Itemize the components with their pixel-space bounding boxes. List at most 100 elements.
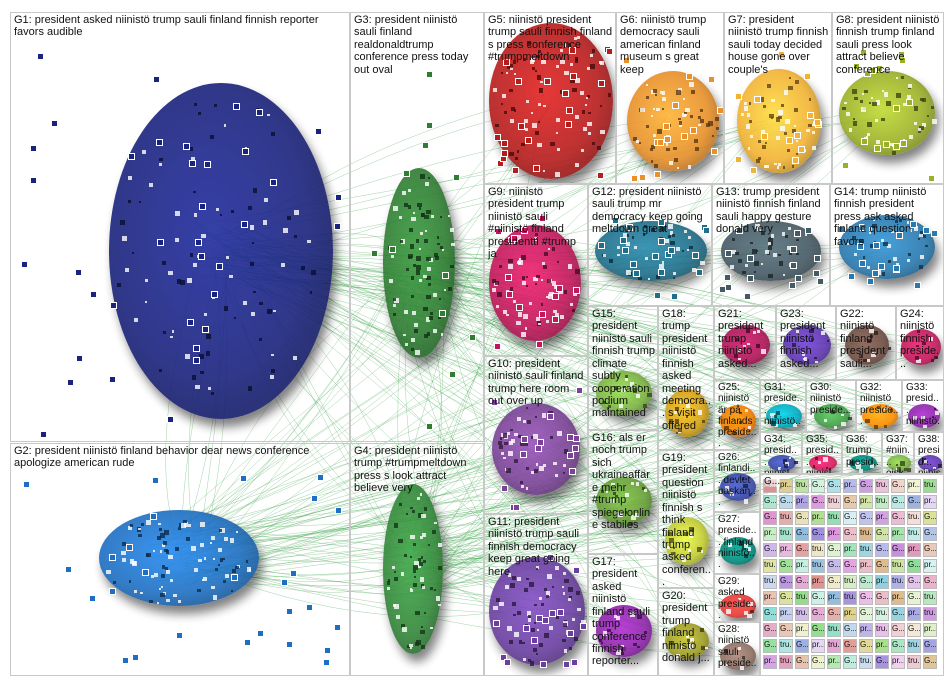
node [290, 569, 298, 577]
node [776, 165, 780, 169]
node [556, 260, 559, 264]
node [764, 141, 768, 145]
mini-group-label: G... [844, 656, 857, 665]
node [566, 630, 574, 638]
node [675, 654, 681, 659]
node [507, 450, 513, 456]
node [813, 254, 821, 262]
node [314, 128, 322, 136]
node [760, 262, 764, 266]
node [165, 550, 170, 554]
node [132, 560, 137, 565]
node [316, 474, 324, 481]
node [392, 312, 397, 316]
node [796, 252, 799, 255]
node [324, 646, 332, 654]
node [687, 235, 692, 240]
node [423, 238, 429, 244]
node [803, 73, 811, 81]
mini-group-label: pr... [892, 592, 905, 601]
node [874, 145, 882, 153]
node [745, 124, 751, 129]
node [400, 572, 405, 576]
node [249, 225, 255, 230]
node [401, 627, 407, 633]
node [933, 407, 936, 410]
node [769, 241, 774, 246]
node [744, 543, 749, 549]
node [567, 264, 573, 269]
node [644, 489, 647, 492]
mini-group-cell: G... [811, 623, 825, 637]
mini-group-label: G... [860, 640, 873, 649]
node [847, 243, 850, 246]
node [536, 628, 540, 632]
mini-group-label: G... [892, 480, 905, 489]
node [554, 473, 559, 478]
node [491, 287, 496, 292]
node [113, 580, 117, 584]
node [425, 71, 433, 79]
node [514, 459, 518, 463]
mini-group-label: pr... [876, 640, 889, 649]
node [689, 245, 693, 249]
node [629, 382, 635, 387]
node [874, 425, 879, 429]
node [749, 134, 754, 139]
node [862, 256, 866, 259]
node [635, 482, 640, 487]
node [840, 413, 844, 417]
node [218, 528, 222, 532]
node [156, 536, 161, 540]
node [785, 235, 788, 239]
node [609, 499, 614, 503]
node [562, 638, 566, 643]
group-panel-g13: G13: trump president niinistö finnish fi… [712, 184, 830, 306]
node [637, 614, 642, 620]
mini-group-cell: G... [779, 591, 793, 605]
node [731, 237, 735, 241]
node [576, 591, 581, 596]
node [698, 410, 703, 415]
node [676, 166, 679, 169]
node [201, 233, 206, 238]
node-cluster-g18 [665, 389, 709, 437]
node [501, 93, 507, 99]
node [434, 521, 438, 525]
node [420, 213, 425, 218]
node [621, 646, 626, 652]
mini-group-cell: tru... [923, 479, 937, 493]
mini-group-cell: G... [763, 607, 777, 621]
node [131, 251, 134, 254]
node [750, 166, 758, 174]
mini-group-cell: G... [859, 479, 873, 493]
node [420, 629, 425, 635]
mini-group-label: G... [780, 576, 793, 585]
node [673, 276, 676, 279]
group-panel-g17: G17: president asked niinistö finland sa… [588, 554, 658, 676]
node [743, 106, 749, 111]
node [668, 531, 673, 536]
node [642, 233, 646, 236]
node [865, 136, 868, 139]
node [144, 279, 148, 283]
node [747, 275, 755, 283]
node [180, 279, 185, 285]
node [416, 255, 421, 261]
node [547, 278, 552, 284]
node [872, 242, 880, 250]
node [816, 278, 824, 286]
node [394, 603, 399, 609]
mini-group-cell: tru... [907, 639, 921, 653]
node [875, 100, 881, 105]
mini-group-cell: pr... [891, 655, 905, 669]
node [197, 558, 202, 563]
mini-group-cell: pr... [779, 479, 793, 493]
mini-group-cell: G... [875, 591, 889, 605]
node [674, 406, 680, 411]
node [587, 121, 592, 127]
node [573, 37, 577, 41]
mini-group-label: pr... [844, 480, 857, 489]
node [491, 279, 496, 284]
node [606, 407, 610, 411]
